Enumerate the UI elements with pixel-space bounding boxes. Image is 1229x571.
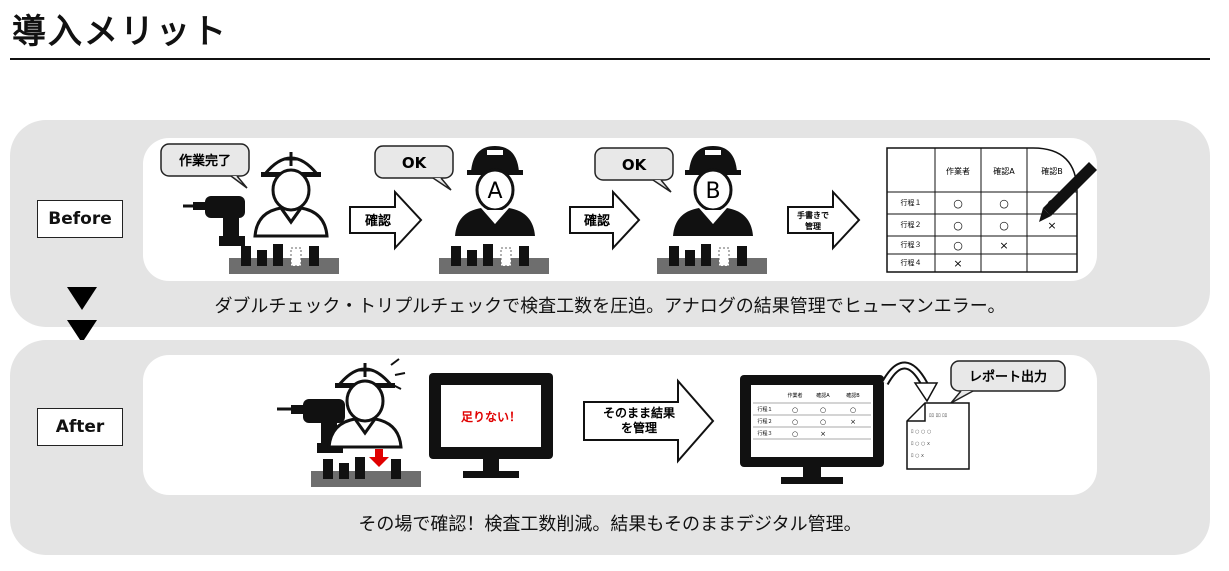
parts-tray-icon (657, 244, 767, 274)
before-illustration: 作業完了 (160, 143, 1097, 274)
table-row-label: 行程１ (901, 198, 922, 207)
arrow-handwritten-line2: 管理 (805, 221, 821, 231)
speech-bubble-work-done: 作業完了 (160, 143, 250, 189)
monitor-alert-icon: 足りない！ (429, 373, 553, 478)
bubble-text-ok-b: OK (622, 156, 648, 174)
bubble-text-work-done: 作業完了 (179, 153, 231, 169)
bubble-text-ok-a: OK (402, 154, 428, 172)
table-row-label: 行程４ (901, 258, 922, 267)
arrow-manage-line2: を管理 (621, 420, 657, 435)
drill-icon (183, 196, 245, 246)
svg-text:ﾛﾛ ﾛﾛ ﾛﾛ: ﾛﾛ ﾛﾛ ﾛﾛ (929, 413, 948, 419)
table-cell: ○ (999, 219, 1009, 232)
table-row-label: 行程２ (901, 220, 922, 229)
after-illustration-area: 足りない！ そのまま結果 を管理 作業者 確認A 確認B 行程１ ○ ○ ○ 行程２ ○ ○ × 行程… (143, 355, 1097, 495)
before-label: Before (37, 200, 123, 238)
screen-table-cell: ○ (820, 418, 826, 426)
screen-table-cell: ○ (792, 418, 798, 426)
screen-table-header-cell: 確認B (846, 392, 860, 399)
arrow-confirm-1: 確認 (349, 189, 423, 251)
worker-hardhat-icon (327, 358, 406, 449)
table-header-cell: 確認A (993, 166, 1015, 176)
after-label: After (37, 408, 123, 446)
report-bubble-text: レポート出力 (969, 369, 1047, 385)
after-illustration: 足りない！ そのまま結果 を管理 作業者 確認A 確認B 行程１ ○ ○ ○ 行程２ ○ ○ × 行程… (277, 358, 1066, 487)
table-cell: ○ (953, 239, 963, 252)
screen-table-cell: ○ (850, 406, 856, 414)
page-title: 導入メリット (12, 12, 228, 52)
arrow-confirm-2: 確認 (569, 189, 641, 251)
parts-tray-icon (229, 244, 339, 274)
screen-table-row-label: 行程１ (757, 406, 772, 413)
table-cell: × (1047, 219, 1056, 232)
before-illustration-area: 作業完了 (143, 138, 1097, 281)
screen-table-cell: × (850, 418, 856, 426)
missing-part-arrow-icon (369, 449, 389, 467)
screen-table-cell: ○ (820, 406, 826, 414)
monitor-table-icon (740, 375, 884, 484)
screen-table-header-cell: 確認A (816, 392, 830, 399)
arrow-handwritten-line1: 手書きで (797, 210, 829, 220)
table-cell: ○ (953, 219, 963, 232)
arrow-confirm-2-label: 確認 (584, 213, 610, 229)
screen-table-cell: ○ (792, 430, 798, 438)
before-panel: Before 作業完了 (10, 120, 1210, 327)
table-cell: × (999, 239, 1008, 252)
table-header-cell: 作業者 (946, 166, 970, 176)
screen-table-header-cell: 作業者 (787, 392, 802, 399)
screen-table-cell: × (820, 430, 826, 438)
checker-b-icon: B (673, 146, 753, 236)
before-caption: ダブルチェック・トリプルチェックで検査工数を圧迫。アナログの結果管理でヒューマン… (214, 296, 1006, 317)
after-caption: その場で確認！検査工数削減。結果もそのままデジタル管理。 (358, 514, 862, 535)
arrow-manage-line1: そのまま結果 (603, 405, 675, 420)
svg-text:ﾛ ○ x: ﾛ ○ x (911, 453, 924, 459)
arrow-manage-results: そのまま結果 を管理 (583, 378, 715, 464)
after-panel: After (10, 340, 1210, 555)
export-curved-arrow-icon (881, 361, 939, 403)
table-cell: ○ (953, 197, 963, 210)
screen-table-row-label: 行程２ (757, 418, 772, 425)
table-header-cell: 確認B (1041, 166, 1063, 176)
table-cell: ○ (999, 197, 1009, 210)
down-arrow-icon (67, 320, 97, 343)
table-cell: × (953, 257, 962, 270)
parts-tray-icon (311, 457, 421, 487)
speech-bubble-ok-b: OK (594, 147, 674, 193)
speech-bubble-report: レポート出力 (950, 360, 1066, 404)
parts-tray-icon (439, 244, 549, 274)
arrow-handwritten: 手書きで 管理 (787, 189, 861, 251)
speech-bubble-ok-a: OK (374, 145, 454, 191)
svg-text:ﾛ ○ ○ ○: ﾛ ○ ○ ○ (911, 429, 931, 435)
checker-a-letter: A (487, 179, 502, 204)
pen-icon (1039, 162, 1097, 222)
down-arrow-icon (67, 287, 97, 310)
digital-table: 作業者 確認A 確認B 行程１ ○ ○ ○ 行程２ ○ ○ × 行程３ ○ × (753, 392, 871, 440)
monitor-alert-text: 足りない！ (461, 410, 521, 424)
title-underline (10, 58, 1210, 60)
checker-a-icon: A (455, 146, 535, 236)
screen-table-cell: ○ (792, 406, 798, 414)
report-document-icon: ﾛﾛ ﾛﾛ ﾛﾛ ﾛ ○ ○ ○ ﾛ ○ ○ x ﾛ ○ x (906, 402, 970, 470)
checker-b-letter: B (705, 179, 720, 204)
arrow-confirm-1-label: 確認 (365, 213, 391, 229)
screen-table-row-label: 行程３ (757, 430, 772, 437)
worker-hardhat-icon (253, 152, 329, 238)
table-row-label: 行程３ (901, 240, 922, 249)
svg-text:ﾛ ○ ○ x: ﾛ ○ ○ x (911, 441, 930, 447)
